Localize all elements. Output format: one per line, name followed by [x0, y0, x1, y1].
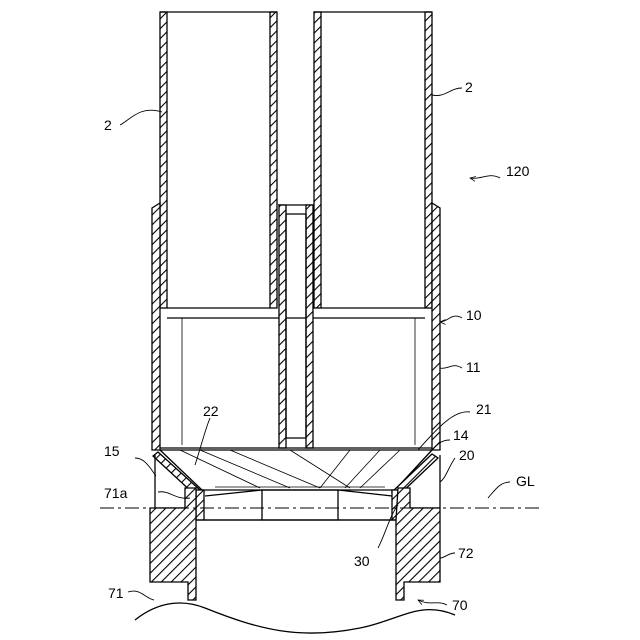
label-outer-ring: 72 [458, 545, 474, 561]
label-base: 70 [452, 597, 468, 613]
collar [150, 488, 440, 600]
label-tube-right: 2 [465, 79, 473, 95]
label-holder-flange: 15 [104, 443, 120, 459]
central-divider [279, 205, 313, 448]
label-collar: 71 [108, 585, 124, 601]
label-cap-cone: 22 [203, 403, 219, 419]
label-tube-left: 2 [104, 117, 112, 133]
label-holder: 10 [466, 307, 482, 323]
label-cap: 20 [459, 447, 475, 463]
label-collar-lip: 71a [104, 485, 128, 501]
holder-body [152, 203, 440, 450]
left-tube [160, 12, 277, 308]
label-assembly: 120 [506, 163, 530, 179]
base-ground [135, 603, 455, 633]
label-seal: 30 [354, 553, 370, 569]
label-ground-line: GL [516, 473, 535, 489]
label-holder-wall: 11 [466, 359, 481, 375]
seal-disk [196, 490, 400, 520]
right-tube [314, 12, 432, 308]
label-bottom-member: 14 [453, 427, 469, 443]
label-cap-top: 21 [476, 401, 492, 417]
